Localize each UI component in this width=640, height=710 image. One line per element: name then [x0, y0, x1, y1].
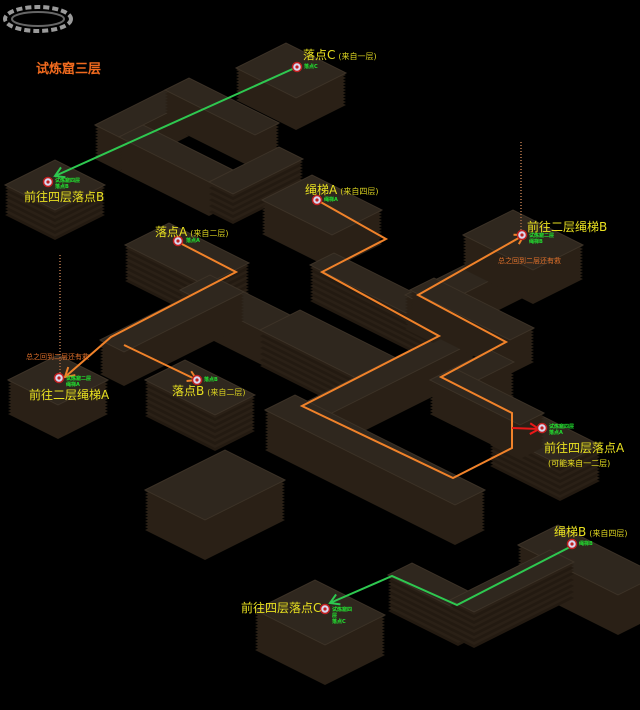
- note-left: 总之回到二层还有救: [26, 353, 89, 361]
- label-to-4f-drop-a: 前往四层落点A: [544, 441, 625, 455]
- sublabel-to-4f-drop-a: (可能来自一二层): [548, 459, 611, 468]
- cave-platform: [260, 174, 384, 269]
- marker-drop-a-icon[interactable]: [172, 235, 184, 247]
- arrow-head-icon: [53, 166, 66, 179]
- ingame-tag-to-4f-drop-b: 试炼窟四层 落点B: [55, 178, 81, 190]
- ingame-tag-to-4f-drop-c: 试炼窟四 层 落点C: [332, 607, 353, 625]
- cave-platforms: [3, 42, 640, 685]
- cave-platform: [117, 124, 235, 216]
- cave-platform: [263, 394, 487, 545]
- marker-rope-b-icon[interactable]: [566, 538, 578, 550]
- cave-platform: [428, 367, 546, 459]
- platform-top: [207, 146, 305, 195]
- ingame-tag-drop-b: 落点B: [204, 377, 218, 383]
- label-to-2f-rope-b: 前往二层绳梯B: [527, 220, 608, 234]
- cave-platform: [143, 359, 257, 451]
- ingame-tag-drop-c: 落点C: [304, 64, 318, 70]
- platform-top: [428, 367, 546, 426]
- label-drop-a: 落点A(来自二层): [155, 225, 229, 239]
- route-green-bottom: [329, 546, 571, 607]
- cave-platform: [207, 146, 305, 224]
- marker-to-4f-drop-c-icon[interactable]: [319, 603, 331, 615]
- arrow-head-icon: [63, 366, 76, 379]
- label-rope-a: 绳梯A(来自四层): [305, 183, 379, 197]
- arrow-head-icon: [328, 593, 341, 606]
- ingame-tag-rope-a: 绳梯A: [324, 197, 338, 203]
- platform-top: [408, 277, 536, 341]
- label-drop-c: 落点C(来自一层): [303, 48, 377, 62]
- cave-platform: [448, 549, 576, 648]
- label-to-4f-drop-c: 前往四层落点C: [241, 601, 322, 615]
- route-orange-branch: [123, 344, 198, 381]
- cave-platform: [98, 279, 246, 386]
- platform-top: [163, 77, 281, 136]
- marker-to-4f-drop-a-icon[interactable]: [536, 422, 548, 434]
- note-right: 总之回到二层还有救: [498, 257, 561, 265]
- routes: [53, 66, 571, 607]
- platform-top: [263, 394, 487, 506]
- platform-top: [143, 359, 257, 416]
- route-red: [511, 427, 540, 430]
- label-to-2f-rope-a: 前往二层绳梯A: [29, 388, 110, 402]
- game-logo: [3, 5, 73, 33]
- cave-platform: [408, 277, 536, 374]
- cave-platform: [163, 77, 281, 169]
- cave-platform: [3, 159, 107, 240]
- route-orange-left: [64, 241, 239, 378]
- marker-rope-a-icon[interactable]: [311, 194, 323, 206]
- marker-to-2f-rope-b-icon[interactable]: [516, 229, 528, 241]
- route-orange-main: [299, 199, 525, 480]
- platform-top: [143, 449, 287, 521]
- route-green-top: [54, 66, 298, 177]
- cave-platform: [143, 449, 287, 560]
- marker-to-4f-drop-b-icon[interactable]: [42, 176, 54, 188]
- label-rope-b: 绳梯B(来自四层): [554, 525, 628, 539]
- platform-top: [516, 524, 640, 596]
- marker-to-2f-rope-a-icon[interactable]: [53, 372, 65, 384]
- platform-top: [123, 222, 251, 286]
- markers: [42, 61, 578, 615]
- cave-platform: [253, 579, 387, 685]
- ingame-tag-rope-b: 绳梯B: [579, 541, 593, 547]
- platform-top: [253, 579, 387, 646]
- label-drop-b: 落点B(来自二层): [172, 384, 246, 398]
- platform-top: [448, 549, 576, 613]
- cave-platform: [6, 354, 110, 439]
- ingame-tag-drop-a: 落点A: [186, 238, 200, 244]
- label-to-4f-drop-b: 前往四层落点B: [24, 190, 105, 204]
- ingame-tag-to-2f-rope-a: 试炼窟二层 绳梯A: [66, 376, 92, 388]
- ingame-tag-to-4f-drop-a: 试炼窟四层 落点A: [549, 424, 575, 436]
- map-title: 试炼窟三层: [36, 62, 102, 77]
- ropes: [59, 142, 522, 375]
- ingame-tag-to-2f-rope-b: 试炼窟二层 绳梯B: [529, 233, 555, 245]
- marker-drop-c-icon[interactable]: [291, 61, 303, 73]
- marker-drop-b-icon[interactable]: [191, 374, 203, 386]
- platform-top: [3, 159, 107, 211]
